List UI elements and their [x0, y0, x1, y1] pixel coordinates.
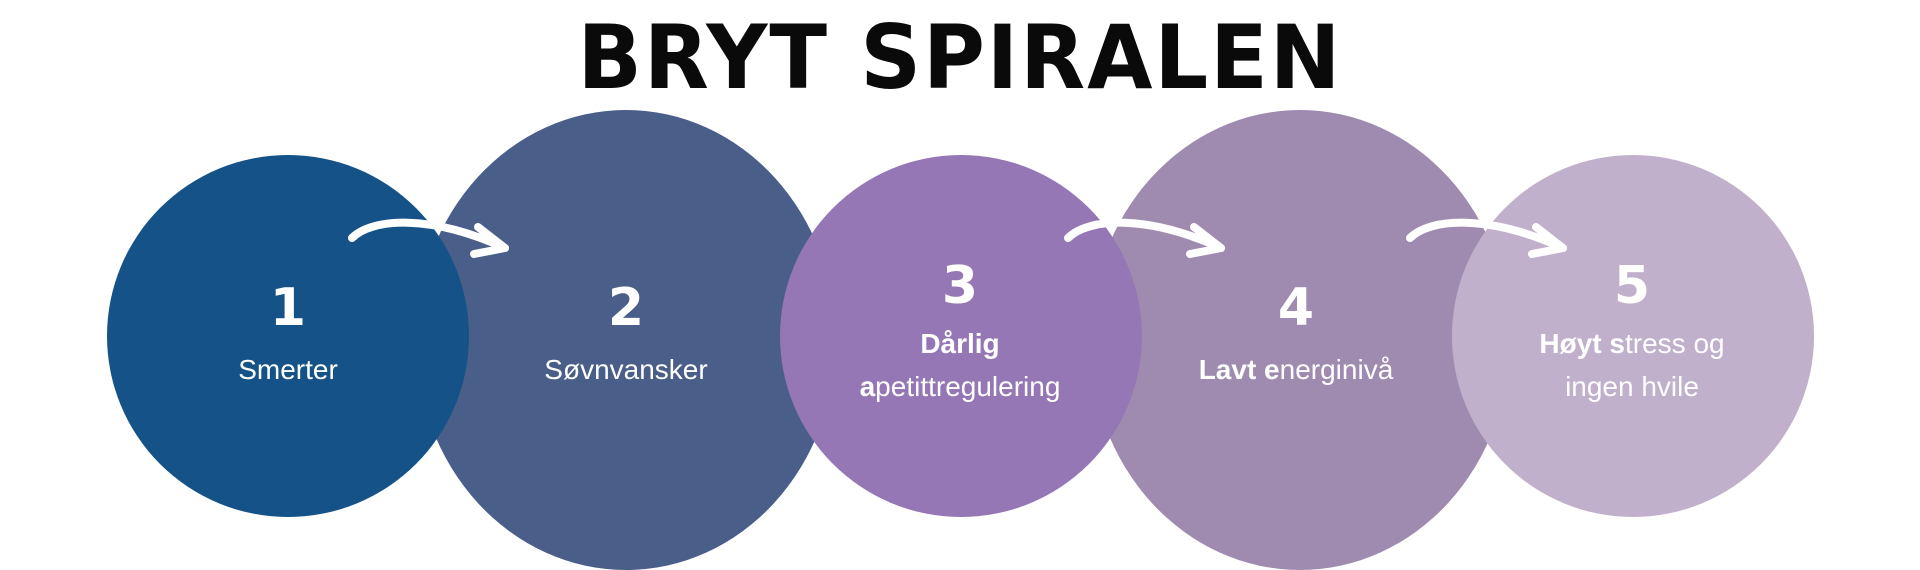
step-5-circle — [1452, 155, 1814, 517]
curved-arrow-right-icon — [1064, 218, 1225, 258]
step-3-rest-line2: petittregulering — [875, 371, 1061, 402]
step-2-number: 2 — [607, 278, 645, 338]
curved-arrow-right-icon — [1406, 218, 1567, 258]
step-1-circle — [107, 155, 469, 517]
step-5-rest-line1: tress og — [1624, 328, 1725, 359]
step-3-text: Dårlig apetittregulering — [780, 322, 1140, 408]
step-2-text: Søvnvansker — [544, 354, 708, 385]
step-3-bold-line1: Dårlig — [920, 328, 1000, 359]
step-5-line2: ingen hvile — [1565, 371, 1699, 402]
page-title: BRYT SPIRALEN — [577, 6, 1343, 109]
step-3-number: 3 — [941, 256, 979, 316]
step-4-circle — [1090, 110, 1510, 570]
step-1-text: Smerter — [238, 354, 338, 385]
step-1-number: 1 — [269, 278, 307, 338]
curved-arrow-right-icon — [348, 218, 509, 258]
step-3-bold-line2: a — [859, 371, 876, 402]
step-1-label: 1 Smerter — [108, 282, 468, 391]
step-2-label: 2 Søvnvansker — [446, 282, 806, 391]
step-5-text: Høyt stress og ingen hvile — [1452, 322, 1812, 408]
step-4-rest: nerginivå — [1279, 354, 1394, 385]
step-4-bold: Lavt e — [1198, 354, 1280, 385]
step-3-circle — [780, 155, 1142, 517]
step-5-label: 5 Høyt stress og ingen hvile — [1452, 260, 1812, 408]
arrows-layer — [0, 0, 1920, 548]
step-4-number: 4 — [1277, 278, 1315, 338]
step-2-circle — [416, 110, 836, 570]
step-5-number: 5 — [1613, 256, 1651, 316]
step-4-label: 4 Lavt energinivå — [1116, 282, 1476, 391]
step-4-text: Lavt energinivå — [1116, 348, 1476, 391]
step-5-bold: Høyt s — [1539, 328, 1625, 359]
step-3-label: 3 Dårlig apetittregulering — [780, 260, 1140, 408]
